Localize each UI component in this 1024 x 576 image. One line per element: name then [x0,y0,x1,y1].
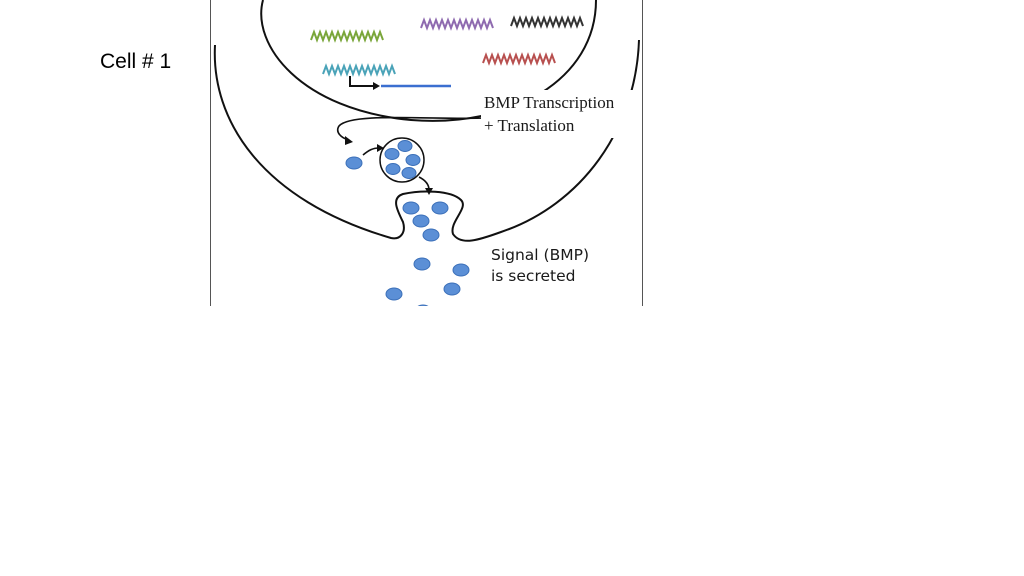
bmp-protein [402,201,420,215]
bmp-protein [384,148,400,160]
bmp-protein [413,257,431,271]
dna-strand-red [482,52,556,66]
export-arrowhead [345,136,353,145]
bmp-protein [412,214,430,228]
label-secreted-line2: is secreted [491,267,575,285]
bmp-protein [443,282,461,296]
vesicle-arrow [362,147,380,156]
dna-strand-teal-bmp-gene [322,63,396,77]
nucleus-membrane [260,0,597,122]
bmp-signaling-diagram: BMP Transcription + Translation Signal (… [210,0,643,306]
label-background [481,90,639,138]
label-transcription-line2: + Translation [484,116,575,135]
transcription-arrow [349,76,373,87]
diagram-canvas: BMP Transcription + Translation Signal (… [213,0,640,306]
label-transcription-line1: BMP Transcription [484,93,615,112]
bmp-protein [417,304,429,306]
transcription-arrowhead [373,82,380,90]
label-secreted-line1: Signal (BMP) [491,246,589,264]
bmp-protein [397,140,413,152]
bmp-protein [385,287,403,301]
dna-strand-purple [420,17,494,31]
bmp-protein [405,154,421,166]
export-arrow [336,116,487,141]
slide-title: Cell # 1 [100,50,172,73]
bmp-protein [431,201,449,215]
vesicle-arrowhead [377,144,384,152]
bmp-protein [345,156,363,170]
bmp-protein [385,163,401,175]
bmp-protein [401,167,417,179]
cell-membrane [213,39,640,242]
dna-strand-green [310,29,384,43]
exocytosis-arrowhead [425,188,433,195]
dna-strand-black [510,15,584,29]
bmp-protein [422,228,440,242]
bmp-protein [452,263,470,277]
